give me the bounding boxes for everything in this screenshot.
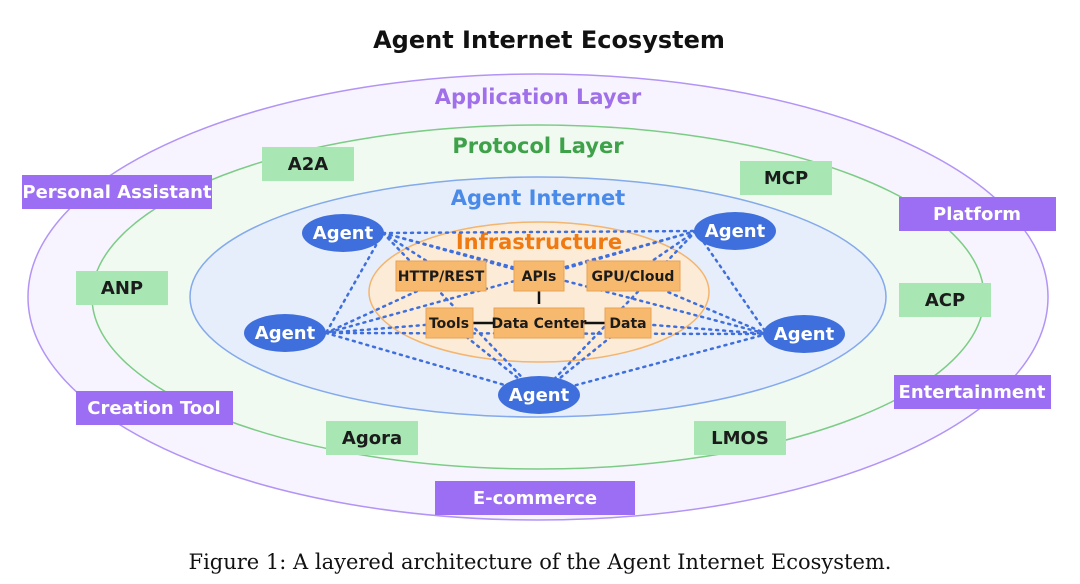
app-box-personal-assistant: Personal Assistant: [22, 175, 212, 209]
agent-label: Agent: [705, 221, 766, 242]
infrastructure-connectors: [473, 290, 605, 325]
infra-label: Tools: [429, 316, 469, 332]
agent-label: Agent: [255, 323, 316, 344]
app-label: Personal Assistant: [22, 182, 212, 203]
agent-node-top-right: Agent: [694, 212, 776, 250]
infra-box-data: Data: [604, 307, 652, 339]
application-layer-label: Application Layer: [435, 85, 642, 109]
app-label: Platform: [933, 204, 1021, 225]
app-box-platform: Platform: [899, 197, 1056, 231]
infra-label: APIs: [522, 269, 557, 285]
infra-box-gpu-cloud: GPU/Cloud: [586, 260, 681, 292]
app-label: E-commerce: [473, 488, 597, 509]
infra-box-tools: Tools: [425, 307, 474, 339]
infrastructure-label: Infrastructure: [456, 230, 622, 254]
agent-label: Agent: [313, 223, 374, 244]
figure-caption: Figure 1: A layered architecture of the …: [189, 550, 892, 574]
app-label: Entertainment: [899, 382, 1046, 403]
app-box-e-commerce: E-commerce: [435, 481, 635, 515]
agent-label: Agent: [509, 385, 570, 406]
infra-label: GPU/Cloud: [592, 269, 675, 285]
protocol-box-agora: Agora: [326, 421, 418, 455]
agent-node-bottom: Agent: [498, 376, 580, 414]
infra-label: Data Center: [492, 316, 587, 332]
app-box-creation-tool: Creation Tool: [76, 391, 233, 425]
agent-node-top-left: Agent: [302, 214, 384, 252]
protocol-label: LMOS: [711, 428, 769, 449]
app-label: Creation Tool: [87, 398, 220, 419]
protocol-box-anp: ANP: [76, 271, 168, 305]
agent-node-middle-left: Agent: [244, 314, 326, 352]
agent-internet-label: Agent Internet: [451, 186, 625, 210]
app-box-entertainment: Entertainment: [894, 375, 1051, 409]
protocol-box-acp: ACP: [899, 283, 991, 317]
infra-box-data-center: Data Center: [492, 307, 587, 339]
protocol-label: Agora: [342, 428, 402, 449]
infra-label: HTTP/REST: [398, 269, 485, 285]
protocol-label: ANP: [101, 278, 143, 299]
protocol-box-mcp: MCP: [740, 161, 832, 195]
protocol-box-lmos: LMOS: [694, 421, 786, 455]
agent-node-middle-right: Agent: [763, 315, 845, 353]
infra-box-apis: APIs: [513, 260, 565, 292]
diagram-title: Agent Internet Ecosystem: [373, 26, 725, 54]
infra-label: Data: [609, 316, 646, 332]
protocol-label: MCP: [764, 168, 808, 189]
agent-label: Agent: [774, 324, 835, 345]
infra-box-http-rest: HTTP/REST: [395, 260, 487, 292]
protocol-layer-label: Protocol Layer: [452, 134, 624, 158]
protocol-label: ACP: [925, 290, 965, 311]
protocol-label: A2A: [288, 154, 328, 175]
protocol-box-a2a: A2A: [262, 147, 354, 181]
